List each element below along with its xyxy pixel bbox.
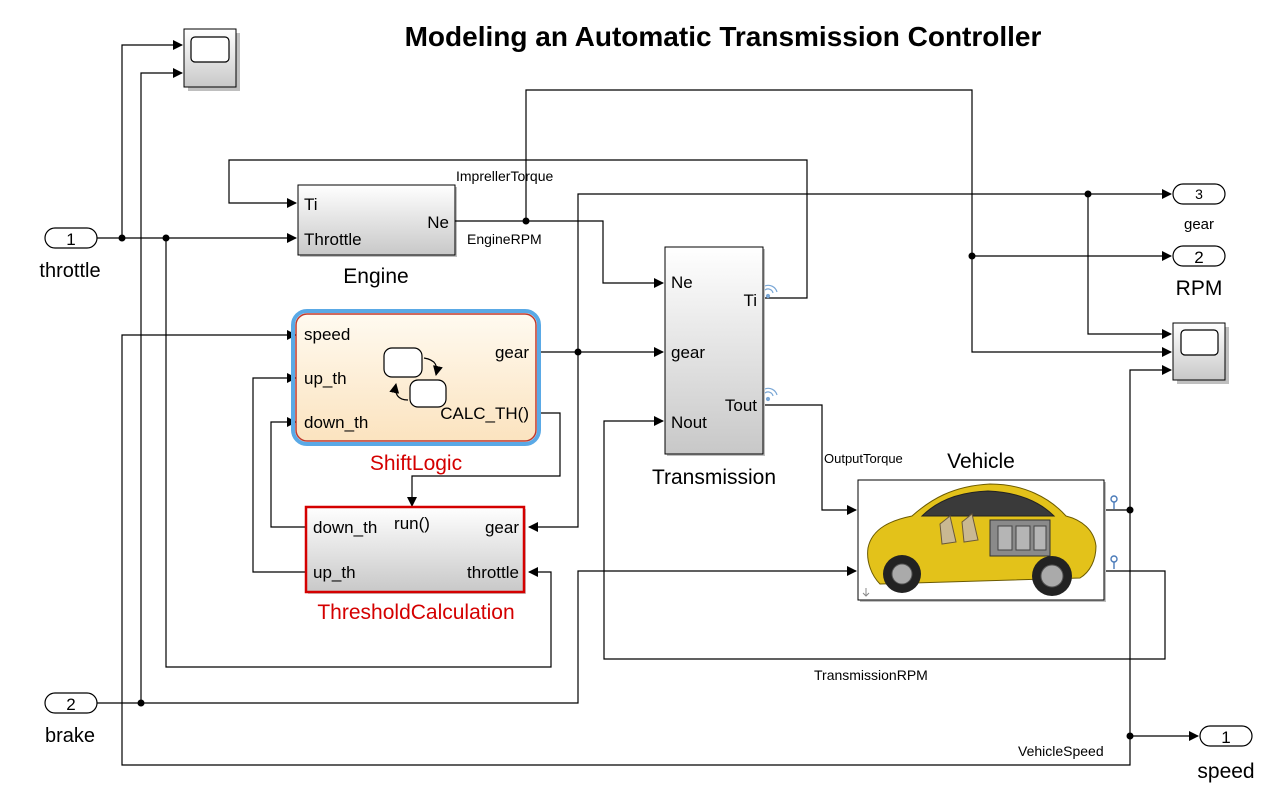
branch-points xyxy=(118,190,1134,740)
shift-logic-port-up-th: up_th xyxy=(304,369,347,388)
shift-logic-port-gear: gear xyxy=(495,343,529,362)
inport-throttle-name: throttle xyxy=(39,260,100,282)
threshold-port-down-th: down_th xyxy=(313,518,377,537)
vehicle-block[interactable]: Vehicle xyxy=(857,450,1118,602)
transmission-block[interactable]: Ne gear Nout Ti Tout Transmission xyxy=(652,246,778,489)
engine-port-ne: Ne xyxy=(427,213,449,232)
engine-block[interactable]: Ti Throttle Ne Engine xyxy=(297,184,457,288)
stateflow-states-icon xyxy=(383,347,447,408)
engine-port-ti: Ti xyxy=(304,195,318,214)
logging-wifi-icon xyxy=(764,284,778,299)
threshold-calculation-block[interactable]: run() down_th up_th gear throttle Thresh… xyxy=(304,505,526,624)
transmission-block-name: Transmission xyxy=(652,466,776,489)
scope-top[interactable] xyxy=(183,28,240,91)
transmission-port-nout: Nout xyxy=(671,413,707,432)
library-link-icon xyxy=(862,588,870,597)
threshold-port-up-th: up_th xyxy=(313,563,356,582)
signal-label-output-torque: OutputTorque xyxy=(824,451,903,466)
outport-speed-number: 1 xyxy=(1221,728,1230,747)
outport-speed-name: speed xyxy=(1197,760,1254,783)
vehicle-block-name: Vehicle xyxy=(947,450,1015,473)
scope-right[interactable] xyxy=(1172,322,1229,384)
threshold-port-run: run() xyxy=(394,514,430,533)
shift-logic-port-down-th: down_th xyxy=(304,413,368,432)
threshold-calculation-name: ThresholdCalculation xyxy=(317,601,514,624)
outport-gear-number: 3 xyxy=(1195,186,1203,202)
transmission-port-ti: Ti xyxy=(743,291,757,310)
vehicle-logging-icon xyxy=(1110,495,1118,509)
inport-throttle[interactable]: 1 throttle xyxy=(39,227,101,282)
transmission-port-tout: Tout xyxy=(725,396,757,415)
vehicle-logging-icon xyxy=(1110,555,1118,569)
outport-gear-name: gear xyxy=(1184,216,1214,233)
transmission-port-gear: gear xyxy=(671,343,705,362)
diagram-title: Modeling an Automatic Transmission Contr… xyxy=(405,21,1042,52)
signal-label-vehicle-speed: VehicleSpeed xyxy=(1018,743,1104,759)
signal-lines xyxy=(97,40,1199,766)
transmission-port-ne: Ne xyxy=(671,273,693,292)
shift-logic-chart[interactable]: speed up_th down_th gear CALC_TH() Shift… xyxy=(291,309,541,475)
inport-brake-number: 2 xyxy=(66,695,75,714)
threshold-port-gear: gear xyxy=(485,518,519,537)
outport-rpm-name: RPM xyxy=(1176,277,1223,300)
engine-port-throttle: Throttle xyxy=(304,230,362,249)
signal-label-impeller-torque: ImprellerTorque xyxy=(456,168,553,184)
outport-speed[interactable]: 1 speed xyxy=(1197,725,1255,783)
car-cutaway-image xyxy=(867,483,1097,596)
scope-top-screen-icon xyxy=(190,36,230,63)
outport-rpm[interactable]: 2 RPM xyxy=(1172,245,1226,300)
outport-rpm-number: 2 xyxy=(1194,248,1203,267)
shift-logic-port-speed: speed xyxy=(304,325,350,344)
inport-throttle-number: 1 xyxy=(66,230,75,249)
shift-logic-port-calc-th: CALC_TH() xyxy=(440,404,529,423)
engine-block-name: Engine xyxy=(343,265,408,288)
signal-label-engine-rpm: EngineRPM xyxy=(467,231,542,247)
scope-right-screen-icon xyxy=(1180,329,1219,356)
inport-brake[interactable]: 2 brake xyxy=(44,692,98,747)
signal-label-transmission-rpm: TransmissionRPM xyxy=(814,667,928,683)
shift-logic-name: ShiftLogic xyxy=(370,452,462,475)
threshold-port-throttle: throttle xyxy=(467,563,519,582)
logging-wifi-icon xyxy=(764,387,778,402)
inport-brake-name: brake xyxy=(45,725,95,747)
outport-gear[interactable]: 3 gear xyxy=(1172,183,1226,233)
